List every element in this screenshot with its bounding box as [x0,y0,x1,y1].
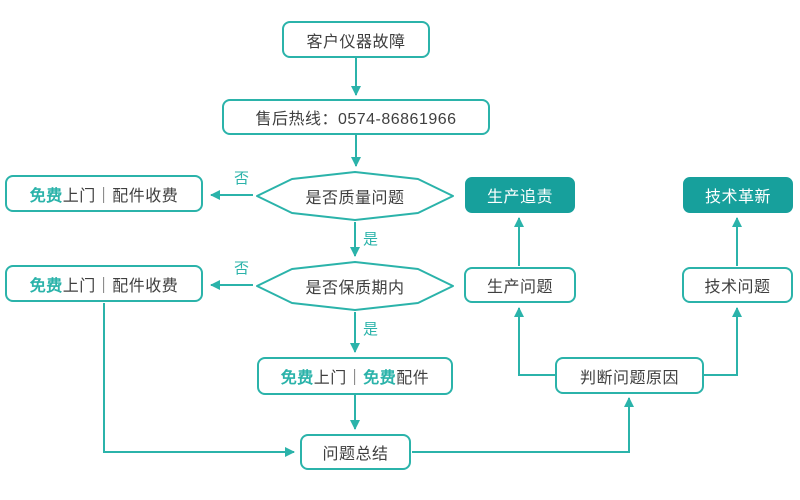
node-tech-innovation: 技术革新 [683,177,793,213]
hexagon-shape [256,171,454,221]
node-judge-cause: 判断问题原因 [555,357,704,394]
free-highlight: 免费 [363,370,397,387]
edge-label-yes-quality: 是 [363,231,379,248]
edge-paidparts-summary [103,303,295,457]
node-production-problem: 生产问题 [464,267,576,303]
edge-judge-tech [704,307,742,376]
decision-warranty-label: 是否保质期内 [305,280,405,297]
edge-label-no-warranty: 否 [234,260,250,277]
node-production-accountability: 生产追责 [465,177,575,213]
edge-summary-judge [412,397,634,453]
paid-parts-text: 上门｜配件收费 [62,277,179,295]
visit-text: 上门｜ [313,370,364,387]
parts-text: 配件 [396,370,430,387]
free-highlight: 免费 [280,370,314,387]
decision-quality: 是否质量问题 [256,171,454,221]
node-free-visit-free-parts: 免费上门｜免费配件 [257,357,453,395]
node-free-visit-paid-parts-1: 免费上门｜配件收费 [5,175,203,212]
paid-parts-text: 上门｜配件收费 [62,187,179,205]
decision-quality-label: 是否质量问题 [305,190,405,207]
node-free-visit-paid-parts-2: 免费上门｜配件收费 [5,265,203,302]
node-tech-problem: 技术问题 [682,267,793,303]
free-highlight: 免费 [29,277,63,295]
node-problem-summary: 问题总结 [300,434,411,470]
edge-judge-production [514,307,555,376]
hexagon-shape [256,261,454,311]
edge-label-no-quality: 否 [234,170,250,187]
edge-label-yes-warranty: 是 [363,321,379,338]
node-customer-fault: 客户仪器故障 [282,21,430,58]
node-hotline: 售后热线：0574-86861966 [222,99,490,135]
free-highlight: 免费 [29,187,63,205]
decision-warranty: 是否保质期内 [256,261,454,311]
